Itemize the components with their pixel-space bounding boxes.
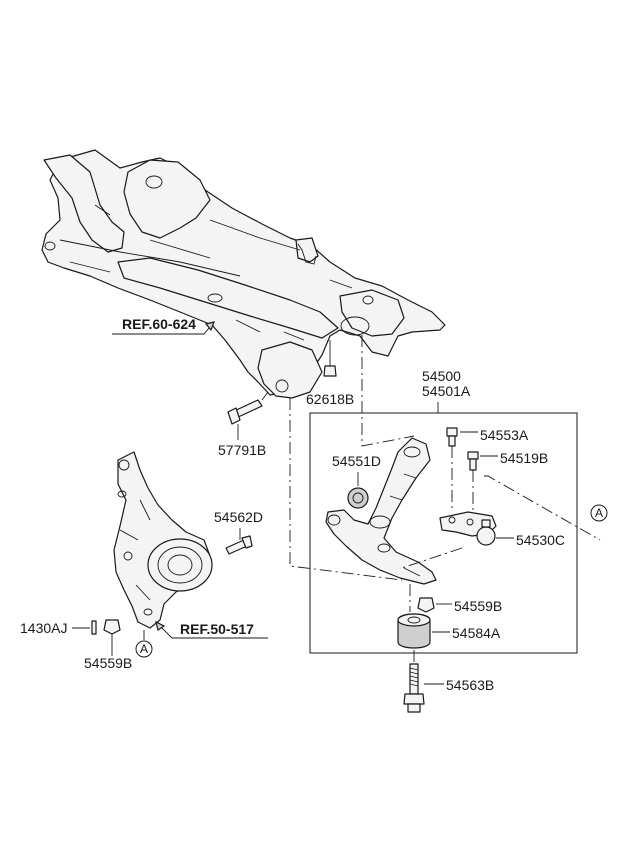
nut-icon (417, 597, 435, 613)
lower-control-arm (325, 437, 437, 585)
part-62618b[interactable]: 62618B (306, 340, 354, 407)
bolt-icon (467, 451, 479, 460)
cotter-pin-icon (91, 620, 97, 635)
part-62618b-label: 62618B (306, 391, 354, 407)
assembly-line-upper (361, 335, 415, 447)
part-54553a[interactable]: 54553A (446, 427, 529, 512)
part-54530c[interactable]: 54530C (439, 511, 565, 548)
callout-a-right-label: A (595, 506, 603, 520)
steering-knuckle (113, 451, 213, 629)
part-54553a-label: 54553A (480, 427, 529, 443)
knuckle-reference-label: REF.50-517 (180, 621, 254, 637)
part-54562d-label: 54562D (214, 509, 263, 525)
part-54559b-knuckle[interactable]: 54559B (84, 619, 132, 671)
arrow-icon (204, 321, 215, 332)
arm-assembly-frame (309, 412, 578, 654)
part-54519b[interactable]: 54519B (467, 450, 548, 520)
part-54559b-arm-label: 54559B (454, 598, 502, 614)
part-1430aj-label: 1430AJ (20, 620, 67, 636)
part-54551d-label: 54551D (332, 453, 381, 469)
callout-a-right: A (590, 504, 608, 522)
bolt-icon (446, 427, 458, 437)
bushing-icon (347, 487, 369, 509)
assembly-line-left (289, 398, 403, 581)
part-54500-label: 54500 (422, 368, 461, 384)
subframe-reference[interactable]: REF.60-624 (112, 316, 215, 335)
part-54584a[interactable]: 54584A (397, 613, 501, 649)
part-54559b-knuckle-label: 54559B (84, 655, 132, 671)
part-1430aj[interactable]: 1430AJ (20, 620, 97, 636)
arrow-icon (155, 620, 166, 631)
part-54559b-arm[interactable]: 54559B (417, 597, 502, 614)
part-54563b[interactable]: 54563B (403, 650, 494, 713)
knuckle-reference[interactable]: REF.50-517 (155, 620, 268, 639)
part-54519b-label: 54519B (500, 450, 548, 466)
part-54530c-label: 54530C (516, 532, 565, 548)
assembly-line-arm (401, 547, 463, 569)
callout-a-knuckle-label: A (140, 642, 148, 656)
nut-icon (323, 365, 337, 377)
part-57791b-label: 57791B (218, 442, 266, 458)
assembly-line-right (484, 475, 601, 541)
part-54562d[interactable]: 54562D (214, 509, 263, 555)
callout-a-knuckle: A (135, 630, 153, 658)
subframe-crossmember (41, 149, 446, 399)
arm-assembly-group: 54500 54501A (309, 368, 578, 654)
part-54551d[interactable]: 54551D (332, 453, 381, 509)
subframe-reference-label: REF.60-624 (122, 316, 196, 332)
part-54563b-label: 54563B (446, 677, 494, 693)
nut-icon (103, 619, 121, 635)
part-54501a-label: 54501A (422, 383, 471, 399)
part-57791b[interactable]: 57791B (218, 391, 269, 458)
part-54584a-label: 54584A (452, 625, 501, 641)
